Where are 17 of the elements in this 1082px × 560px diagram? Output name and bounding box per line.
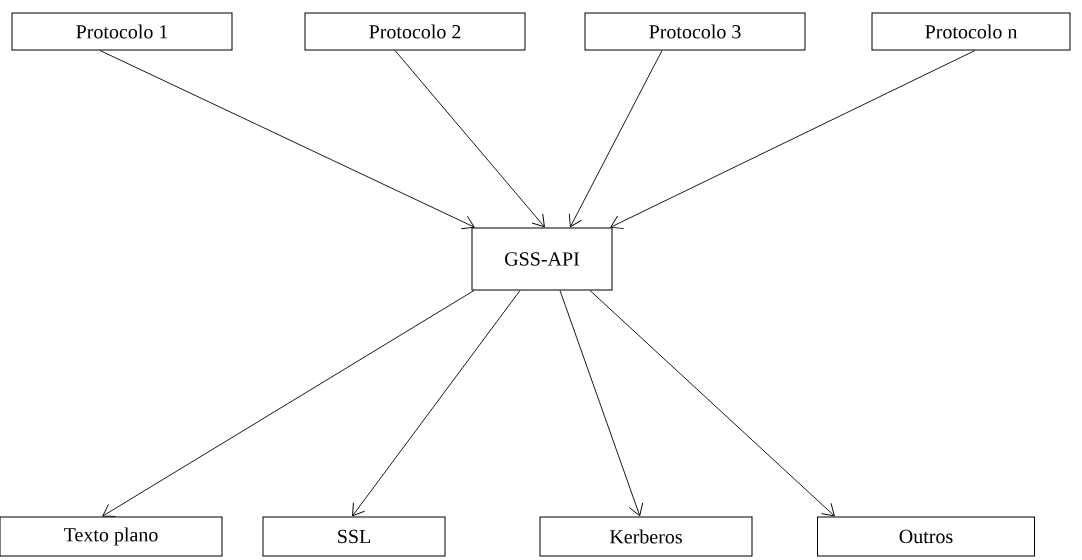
box: Protocolo 2 — [304, 12, 526, 51]
arrow — [559, 290, 644, 517]
box: SSL — [262, 516, 446, 557]
arrow — [352, 290, 521, 517]
box: Texto plano — [0, 516, 223, 557]
arrow — [102, 290, 475, 517]
arrow — [99, 50, 475, 230]
arrow — [568, 50, 663, 228]
box: GSS-API — [471, 227, 613, 291]
box: Protocolo n — [871, 12, 1071, 51]
arrow — [610, 50, 976, 230]
box: Protocolo 1 — [11, 12, 233, 51]
arrow — [589, 290, 835, 517]
box: Protocolo 3 — [584, 12, 806, 51]
box: Outros — [817, 516, 1035, 557]
box: Kerberos — [539, 516, 753, 557]
arrow — [394, 50, 545, 228]
